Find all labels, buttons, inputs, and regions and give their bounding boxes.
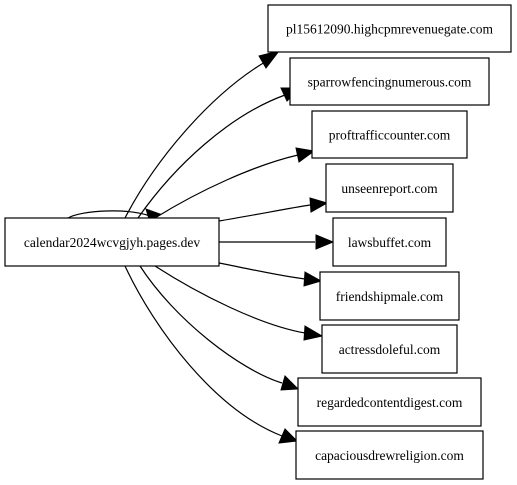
node-target-4[interactable]: unseenreport.com [325,163,454,213]
node-target-6[interactable]: friendshipmale.com [319,271,460,321]
arrowhead-icon [309,197,329,213]
node-label: regardedcontentdigest.com [317,395,463,410]
edge-src-to-t8 [139,265,300,391]
node-target-5[interactable]: lawsbuffet.com [332,217,447,267]
node-box [325,163,454,213]
node-box [295,430,484,480]
arrowhead-icon [303,325,324,341]
node-target-2[interactable]: sparrowfencingnumerous.com [289,57,490,106]
node-box [289,57,490,106]
arrowhead-icon [278,428,299,444]
node-target-3[interactable]: proftrafficcounter.com [311,110,468,159]
node-box [332,217,447,267]
edge-src-to-t1 [124,50,281,219]
nodes-layer: calendar2024wcvgjyh.pages.dev pl15612090.… [4,4,512,480]
node-label: actressdoleful.com [339,342,441,357]
node-label: lawsbuffet.com [348,235,432,250]
arrowhead-icon [295,147,316,163]
edge-line [124,265,283,437]
node-label: calendar2024wcvgjyh.pages.dev [24,235,200,250]
node-label: proftrafficcounter.com [329,128,451,143]
node-box [319,271,460,321]
edge-src-to-t4 [218,197,329,222]
node-target-1[interactable]: pl15612090.highcpmrevenuegate.com [267,4,512,53]
edges-layer [67,50,335,444]
node-box [267,4,512,53]
node-target-7[interactable]: actressdoleful.com [321,324,458,374]
node-label: pl15612090.highcpmrevenuegate.com [286,22,493,37]
node-label: capaciousdrewreligion.com [315,448,464,463]
arrowhead-icon [258,50,281,69]
node-box [321,324,458,374]
node-source[interactable]: calendar2024wcvgjyh.pages.dev [4,217,220,267]
node-box [311,110,468,159]
edge-line [218,262,306,280]
edge-src-to-t5 [219,234,335,250]
edge-line [137,94,286,219]
edge-line [154,154,299,219]
edge-line [67,210,151,219]
node-target-9[interactable]: capaciousdrewreligion.com [295,430,484,480]
edge-line [124,61,266,219]
edge-src-to-t6 [218,262,323,287]
node-target-8[interactable]: regardedcontentdigest.com [297,377,482,427]
edge-src-to-t3 [154,147,316,219]
arrowhead-icon [315,234,335,250]
edge-src-to-t9 [124,265,299,444]
edge-line [139,265,283,384]
edge-line [218,204,311,222]
arrowhead-icon [303,271,323,287]
node-label: friendshipmale.com [336,289,444,304]
node-box [297,377,482,427]
arrowhead-icon [280,375,300,391]
node-label: sparrowfencingnumerous.com [308,75,472,90]
edge-line [154,265,306,334]
node-box [4,217,220,267]
edge-src-to-t7 [154,265,324,341]
edge-src-to-t2 [137,87,302,219]
node-label: unseenreport.com [341,181,438,196]
